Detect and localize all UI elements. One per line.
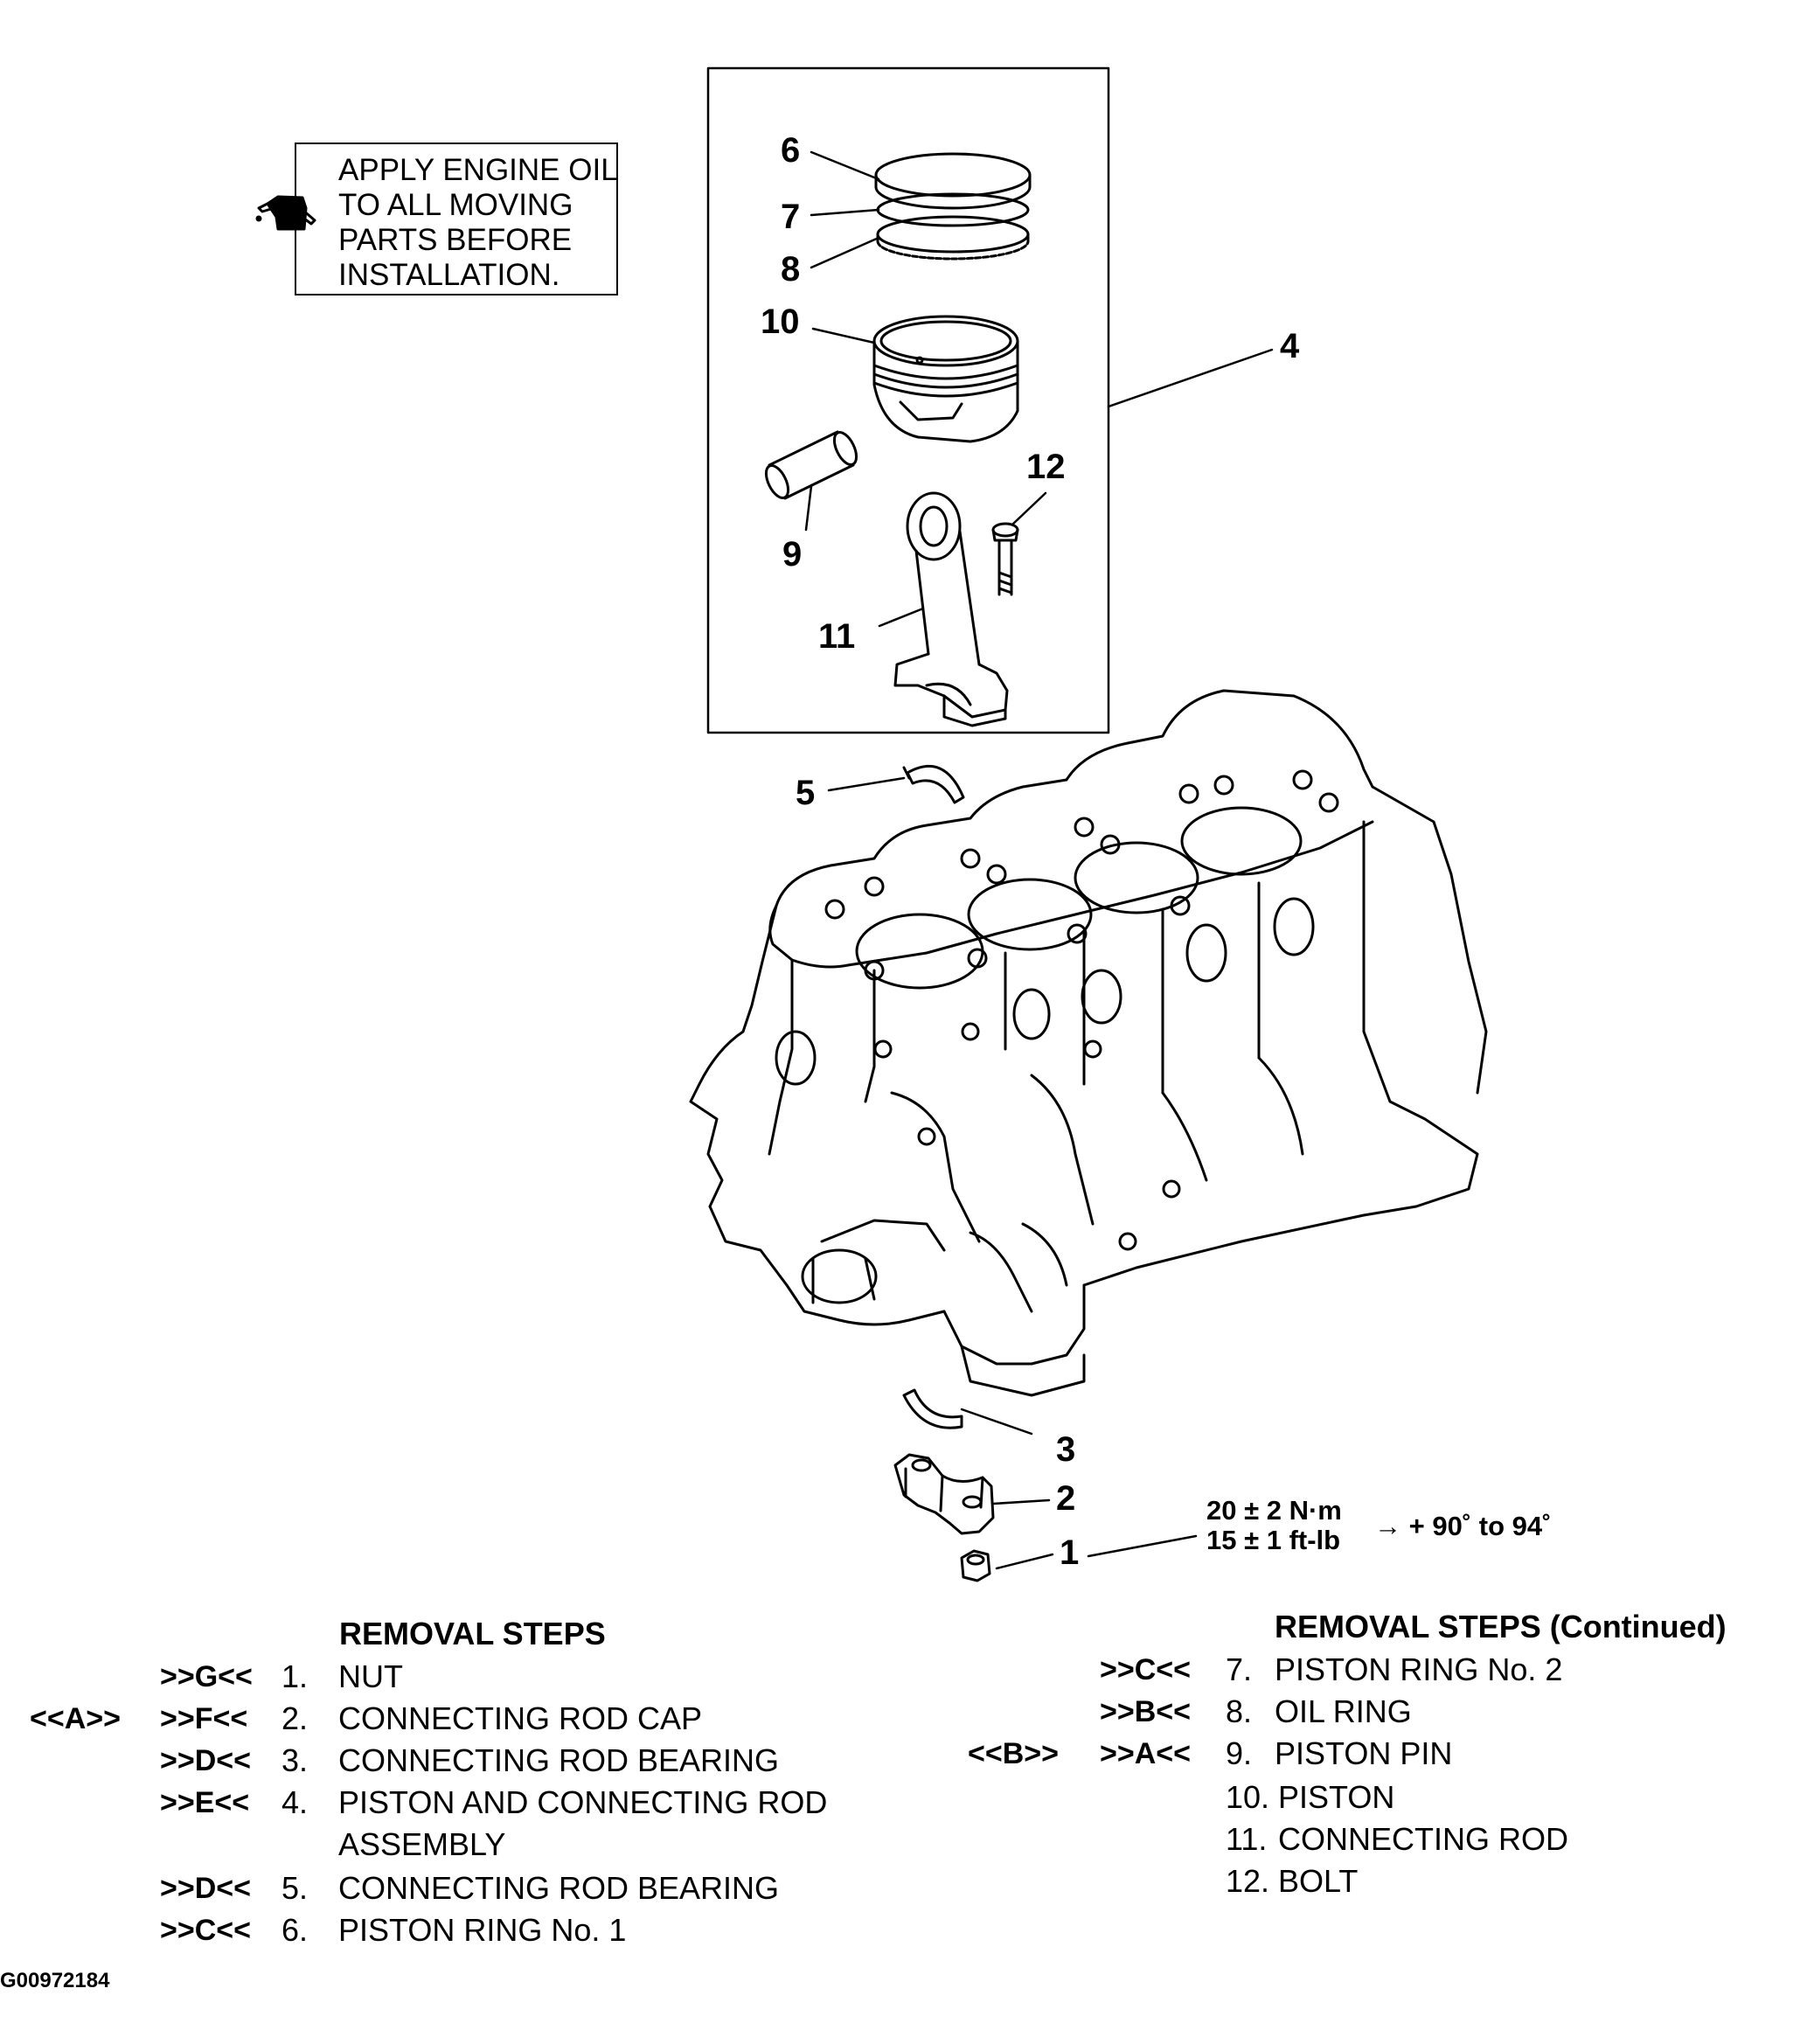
step-code: >>F<< <box>160 1702 248 1735</box>
step-number: 9. <box>1226 1735 1253 1771</box>
step-text: NUT <box>338 1658 403 1694</box>
removal-steps-title: REMOVAL STEPS <box>339 1616 606 1651</box>
step-number: 5. <box>281 1870 309 1906</box>
step-text: CONNECTING ROD BEARING <box>338 1870 780 1906</box>
callout-8: 8 <box>781 250 801 289</box>
piston-pin <box>764 430 858 500</box>
note-line: TO ALL MOVING <box>338 188 573 222</box>
step-text: PISTON AND CONNECTING ROD <box>338 1784 828 1820</box>
callout-5: 5 <box>796 774 816 812</box>
piston-rings <box>874 152 1032 261</box>
piston <box>872 315 1019 443</box>
step-text: PISTON <box>1278 1779 1395 1815</box>
step-code: >>B<< <box>1100 1695 1191 1728</box>
step-number: 6. <box>281 1912 309 1948</box>
callout-7: 7 <box>781 198 801 236</box>
step-text: CONNECTING ROD <box>1278 1821 1568 1857</box>
callout-11: 11 <box>818 617 856 656</box>
step-number: 8. <box>1226 1693 1253 1729</box>
oil-note-box: APPLY ENGINE OIL TO ALL MOVING PARTS BEF… <box>295 143 618 295</box>
step-text: CONNECTING ROD BEARING <box>338 1742 780 1778</box>
upper-bearing <box>902 764 965 804</box>
callout-9: 9 <box>782 535 803 574</box>
torque-angle: → + 90˚ to 94˚ <box>1374 1511 1552 1541</box>
step-number: 7. <box>1226 1651 1253 1687</box>
note-line: PARTS BEFORE <box>338 223 573 257</box>
callout-6: 6 <box>781 131 801 170</box>
figure-id: G00972184 <box>0 1969 110 1992</box>
step-number: 1. <box>281 1658 309 1694</box>
lower-bearing <box>902 1388 963 1429</box>
callout-1: 1 <box>1060 1533 1080 1572</box>
step-pre-code: <<B>> <box>968 1737 1059 1770</box>
step-text: PISTON RING No. 2 <box>1275 1651 1563 1687</box>
connecting-rod-cap <box>893 1453 995 1535</box>
callout-2: 2 <box>1056 1479 1076 1518</box>
step-text: OIL RING <box>1275 1693 1412 1729</box>
removal-steps-continued-title: REMOVAL STEPS (Continued) <box>1275 1609 1727 1644</box>
note-line: APPLY ENGINE OIL <box>338 153 618 187</box>
step-text: PISTON PIN <box>1275 1735 1453 1771</box>
engine-block <box>689 689 1488 1397</box>
step-code: >>E<< <box>160 1786 250 1819</box>
step-number: 11. <box>1226 1821 1268 1857</box>
callout-3: 3 <box>1056 1430 1076 1469</box>
callout-12: 12 <box>1026 448 1066 486</box>
connecting-rod <box>893 491 1009 727</box>
step-number: 3. <box>281 1742 309 1778</box>
step-code: >>D<< <box>160 1872 251 1905</box>
torque-imperial: 15 ± 1 ft-lb <box>1206 1525 1341 1555</box>
leader-lines <box>804 150 1274 1570</box>
step-code: >>C<< <box>1100 1653 1191 1686</box>
step-text: CONNECTING ROD CAP <box>338 1700 703 1736</box>
nut <box>960 1549 991 1582</box>
step-pre-code: <<A>> <box>30 1702 121 1735</box>
step-text: PISTON RING No. 1 <box>338 1912 627 1948</box>
step-text: BOLT <box>1278 1863 1359 1899</box>
step-code: >>G<< <box>160 1660 253 1693</box>
note-line: INSTALLATION. <box>338 258 560 292</box>
torque-metric: 20 ± 2 N·m <box>1206 1495 1342 1526</box>
step-number: 4. <box>281 1784 309 1820</box>
piston-assembly-frame <box>706 66 1110 734</box>
step-code: >>C<< <box>160 1914 251 1947</box>
callout-4: 4 <box>1280 327 1300 365</box>
step-number: 10. <box>1226 1779 1270 1815</box>
oil-can-icon <box>255 195 316 231</box>
step-number: 12. <box>1226 1863 1270 1899</box>
step-text: ASSEMBLY <box>338 1826 506 1862</box>
step-code: >>D<< <box>160 1744 251 1777</box>
connecting-rod-bolt <box>991 522 1019 596</box>
step-number: 2. <box>281 1700 309 1736</box>
callout-10: 10 <box>761 302 800 341</box>
step-code: >>A<< <box>1100 1737 1191 1770</box>
